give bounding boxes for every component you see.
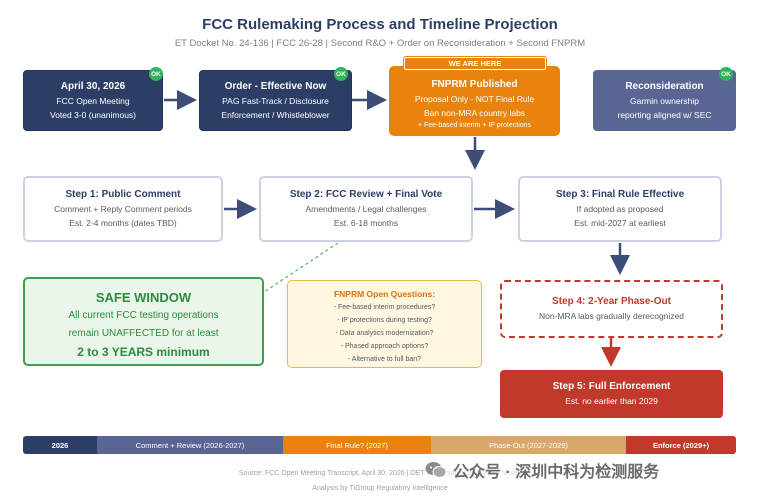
watermark: 公众号 · 深圳中科为检测服务 [425, 458, 660, 482]
ok-badge-icon: OK [334, 67, 348, 81]
step-4-title: Step 4: 2-Year Phase-Out [552, 296, 671, 307]
timeline-segment: Final Rule? (2027) [283, 436, 431, 454]
watermark-text: 公众号 · 深圳中科为检测服务 [453, 464, 660, 481]
safe-window-box: SAFE WINDOW All current FCC testing oper… [23, 277, 264, 366]
step-3-line-1: If adopted as proposed [576, 204, 664, 214]
timeline-segment: Phase-Out (2027-2029) [431, 436, 626, 454]
dashed-link-safe-window [263, 242, 339, 293]
step-4-line-1: Non-MRA labs gradually derecognized [538, 311, 685, 321]
meeting-line-1: FCC Open Meeting [56, 95, 130, 106]
safe-window-line-1: All current FCC testing operations [68, 310, 219, 321]
safe-window-title: SAFE WINDOW [95, 290, 192, 305]
timeline-segment: 2026 [23, 436, 97, 454]
step-4-box: Step 4: 2-Year Phase-Out Non-MRA labs gr… [500, 280, 723, 338]
page-title: FCC Rulemaking Process and Timeline Proj… [202, 16, 558, 33]
step-2-title: Step 2: FCC Review + Final Vote [289, 189, 443, 200]
order-line-1: PAG Fast-Track / Disclosure [222, 95, 329, 106]
question-item: - IP protections during testing? [337, 317, 432, 324]
analysis-note: Analysis by TiGroup Regulatory Intellige… [312, 485, 448, 492]
step-3-box: Step 3: Final Rule Effective If adopted … [518, 176, 722, 242]
reconsideration-line-1: Garmin ownership [630, 95, 699, 106]
meeting-box: April 30, 2026 FCC Open Meeting Voted 3-… [23, 70, 163, 131]
meeting-date: April 30, 2026 [60, 80, 126, 92]
step-1-box: Step 1: Public Comment Comment + Reply C… [23, 176, 223, 242]
step-2-line-2: Est. 6-18 months [333, 218, 399, 228]
step-5-box: Step 5: Full Enforcement Est. no earlier… [500, 370, 723, 418]
question-item: - Phased approach options? [340, 343, 429, 350]
step-1-line-2: Est. 2-4 months (dates TBD) [69, 218, 177, 228]
meeting-line-2: Voted 3-0 (unanimous) [50, 109, 136, 120]
question-item: - Data analytics modernization? [335, 330, 434, 337]
reconsideration-box: Reconsideration Garmin ownership reporti… [593, 70, 736, 131]
timeline-segment: Enforce (2029+) [626, 436, 736, 454]
wechat-icon [425, 462, 447, 478]
order-line-2: Enforcement / Whistleblower [221, 109, 330, 120]
order-title: Order - Effective Now [224, 80, 327, 92]
fnprm-line-2: Ban non-MRA country labs [423, 107, 526, 118]
safe-window-line-3: 2 to 3 YEARS minimum [77, 345, 210, 359]
open-questions-box: FNPRM Open Questions: - Fee-based interi… [287, 280, 482, 368]
reconsideration-line-2: reporting aligned w/ SEC [617, 109, 712, 120]
step-5-line-1: Est. no earlier than 2029 [565, 396, 658, 406]
step-5-title: Step 5: Full Enforcement [552, 381, 671, 392]
question-item: - Alternative to full ban? [347, 356, 422, 363]
open-questions-title: FNPRM Open Questions: [333, 289, 436, 299]
ok-badge-icon: OK [149, 67, 163, 81]
step-1-title: Step 1: Public Comment [65, 189, 181, 200]
step-2-line-1: Amendments / Legal challenges [305, 204, 427, 214]
page-subtitle: ET Docket No. 24-136 | FCC 26-28 | Secon… [174, 38, 586, 49]
ok-badge-icon: OK [719, 67, 733, 81]
order-box: Order - Effective Now PAG Fast-Track / D… [199, 70, 352, 131]
step-3-title: Step 3: Final Rule Effective [555, 189, 685, 200]
we-are-here-badge: WE ARE HERE [404, 57, 546, 70]
fnprm-box: FNPRM Published Proposal Only - NOT Fina… [389, 66, 560, 136]
step-1-line-1: Comment + Reply Comment periods [54, 204, 192, 214]
timeline-segment: Comment + Review (2026-2027) [97, 436, 283, 454]
step-2-box: Step 2: FCC Review + Final Vote Amendmen… [259, 176, 473, 242]
fnprm-line-1: Proposal Only - NOT Final Rule [414, 93, 535, 104]
reconsideration-title: Reconsideration [625, 80, 704, 92]
fnprm-title: FNPRM Published [431, 78, 518, 90]
step-3-line-2: Est. mid-2027 at earliest [574, 218, 666, 228]
safe-window-line-2: remain UNAFFECTED for at least [68, 328, 219, 339]
fnprm-line-3: + Fee-based interim + IP protections [417, 121, 532, 129]
source-note: Source: FCC Open Meeting Transcript, Apr… [238, 470, 522, 477]
question-item: - Fee-based interim procedures? [333, 304, 436, 311]
